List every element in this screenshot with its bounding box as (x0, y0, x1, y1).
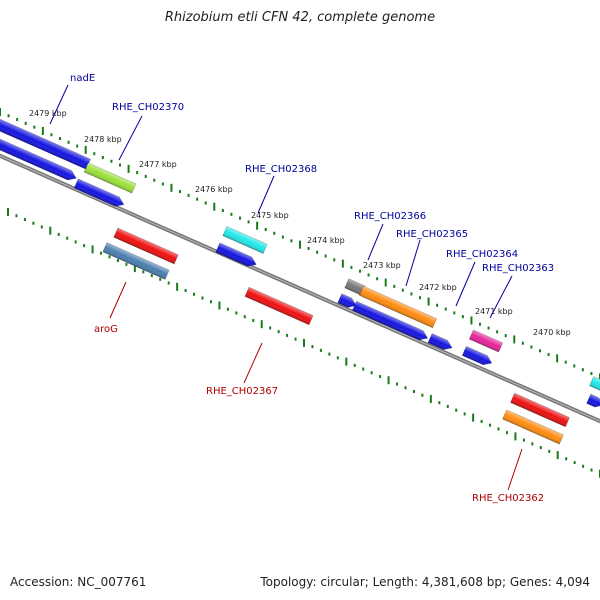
gene-label-rhe-ch02362[interactable]: RHE_CH02362 (472, 493, 544, 504)
gene-rhe-ch02366-shading (344, 278, 366, 296)
callout-line (507, 448, 523, 491)
gene-label-rhe-ch02365[interactable]: RHE_CH02365 (396, 229, 468, 240)
gene-edge-cyan-shading (589, 376, 600, 392)
gene-rhe-ch02363-shading (469, 329, 503, 353)
gene-rhe-ch02368-b-shading (215, 242, 257, 267)
gene-label-aroG[interactable]: aroG (94, 324, 118, 335)
genome-backbone (0, 153, 600, 424)
gene-edge-cyan[interactable] (589, 376, 600, 392)
gene-label-rhe-ch02367[interactable]: RHE_CH02367 (206, 386, 278, 397)
ruler-label: 2470 kbp (533, 328, 571, 337)
gene-rhe-ch02369[interactable] (73, 178, 126, 209)
gene-label-rhe-ch02370[interactable]: RHE_CH02370 (112, 102, 184, 113)
gene-rhe-ch02367-b-shading (113, 228, 179, 264)
ruler-ticks-reverse (7, 208, 600, 478)
gene-rhe-ch02365-b[interactable] (351, 300, 429, 342)
ruler-label: 2477 kbp (139, 160, 177, 169)
gene-labels: nadE RHE_CH02370 RHE_CH02368 RHE_CH02366… (70, 73, 554, 504)
gene-rhe-ch02368-shading (222, 226, 268, 254)
gene-rhe-ch02364[interactable] (427, 333, 454, 353)
gene-rhe-ch02370-shading (84, 162, 136, 194)
ruler-label: 2472 kbp (419, 283, 457, 292)
callout-line (109, 281, 127, 319)
ruler-labels: 2479 kbp 2478 kbp 2477 kbp 2476 kbp 2475… (29, 109, 571, 337)
ruler-ticks-forward (0, 108, 600, 382)
genome-summary-text: Topology: circular; Length: 4,381,608 bp… (260, 575, 590, 589)
callout-line (257, 175, 275, 214)
gene-rhe-ch02370[interactable] (83, 162, 137, 194)
ruler-label: 2474 kbp (307, 236, 345, 245)
gene-rhe-ch02363-b[interactable] (461, 345, 493, 367)
gene-rhe-ch02367-b[interactable] (113, 227, 179, 265)
gene-aroG-shading (102, 242, 170, 280)
gene-rhe-ch02363-b-shading (462, 346, 492, 365)
callout-line (118, 115, 143, 161)
gene-rhe-ch02364-shading (428, 333, 452, 350)
callout-line (49, 84, 69, 125)
gene-rhe-ch02369-shading (74, 178, 124, 207)
gene-rhe-ch02363[interactable] (468, 329, 504, 353)
gene-label-rhe-ch02364[interactable]: RHE_CH02364 (446, 249, 518, 260)
gene-rhe-ch02367[interactable] (244, 286, 314, 326)
ruler-label: 2479 kbp (29, 109, 67, 118)
gene-rhe-ch02362-shading (502, 409, 564, 445)
gene-edge-blue[interactable] (586, 393, 600, 410)
gene-rhe-ch02371[interactable] (0, 136, 78, 183)
gene-rhe-ch02365-b-shading (352, 301, 428, 340)
gene-rhe-ch02366-b-shading (337, 293, 357, 308)
gene-label-nadE[interactable]: nadE (70, 73, 95, 84)
callout-line (489, 275, 513, 319)
ruler-label: 2475 kbp (251, 211, 289, 220)
gene-rhe-ch02362[interactable] (502, 409, 564, 445)
gene-rhe-ch02365[interactable] (358, 285, 438, 329)
gene-label-rhe-ch02366[interactable]: RHE_CH02366 (354, 211, 426, 222)
ruler-label: 2478 kbp (84, 135, 122, 144)
gene-rhe-ch02368-b[interactable] (215, 242, 258, 269)
gene-aroG[interactable] (102, 242, 170, 280)
gene-rhe-ch02368[interactable] (222, 226, 268, 254)
gene-rhe-ch02365-shading (359, 286, 437, 328)
gene-rhe-ch02366-b[interactable] (337, 293, 359, 310)
gene-rhe-ch02362-b[interactable] (510, 392, 570, 428)
map-title: Rhizobium etli CFN 42, complete genome (164, 10, 436, 25)
ruler-label: 2473 kbp (363, 261, 401, 270)
gene-features (0, 114, 600, 445)
gene-callouts (49, 84, 523, 491)
callout-line (405, 239, 421, 287)
gene-rhe-ch02367-shading (244, 287, 314, 325)
gene-label-rhe-ch02363[interactable]: RHE_CH02363 (482, 263, 554, 274)
callout-line (243, 342, 263, 384)
gene-rhe-ch02362-b-shading (510, 393, 570, 427)
callout-line (455, 261, 476, 307)
gene-rhe-ch02371-shading (0, 137, 77, 180)
ruler-label: 2476 kbp (195, 185, 233, 194)
gene-label-rhe-ch02368[interactable]: RHE_CH02368 (245, 164, 317, 175)
callout-line (367, 223, 384, 261)
accession-text: Accession: NC_007761 (10, 575, 147, 589)
gene-edge-blue-shading (586, 394, 600, 407)
gene-nadE-shading (0, 114, 91, 170)
